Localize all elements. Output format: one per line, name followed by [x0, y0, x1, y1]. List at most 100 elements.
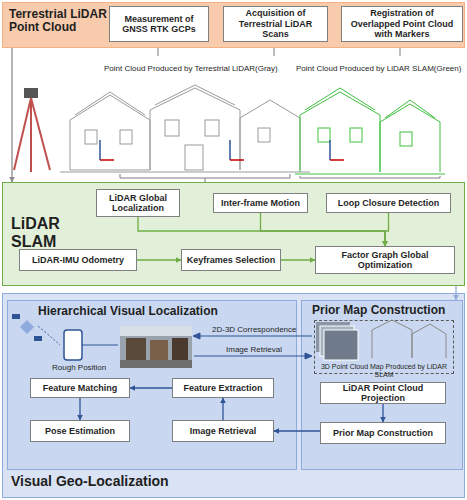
tick [158, 48, 400, 56]
correspondence-arrows [193, 333, 312, 359]
process-box: LiDAR Point Cloud Projection [320, 382, 446, 404]
thumbnail [324, 330, 358, 360]
section-band: Visual Geo-Localization Hierarchical Visu… [2, 293, 465, 498]
shop [150, 340, 168, 360]
box-label: Measurement of GNSS RTK GCPs [113, 14, 205, 35]
axis [100, 159, 114, 161]
process-box: Feature Extraction [172, 378, 274, 398]
flow-arrow [385, 213, 389, 246]
box-label: LiDAR-IMU Odometry [32, 255, 124, 265]
box-label: Image Retrieval [190, 426, 257, 436]
ground-line [295, 174, 445, 175]
box-label: Prior Map Construction [333, 428, 433, 438]
door [185, 145, 203, 170]
section-title: Hierarchical Visual Localization [38, 305, 288, 318]
thumbnail [316, 322, 350, 352]
flow-arrow [130, 387, 172, 388]
process-box: Pose Estimation [30, 420, 130, 442]
tripod-leg [14, 98, 31, 170]
leader-line [82, 345, 118, 346]
flow-arrow [138, 217, 385, 246]
section-title: LiDAR SLAM [11, 215, 101, 250]
arrow-head [193, 333, 200, 339]
sky [120, 326, 192, 336]
annotation-label: Rough Position [52, 363, 106, 372]
window [120, 130, 132, 144]
flow-arrow [281, 259, 315, 260]
ground-line [60, 172, 310, 173]
roof-line [305, 88, 435, 118]
box-label: Registration of Overlapped Point Cloud w… [345, 8, 459, 39]
section-title: Prior Map Construction [312, 304, 457, 317]
map-thumbnails [316, 320, 446, 360]
map-cloud [372, 320, 446, 358]
process-box: Image Retrieval [172, 420, 274, 442]
process-box: LiDAR-IMU Odometry [19, 249, 137, 271]
arrow-line [198, 336, 312, 337]
window [258, 128, 270, 142]
house-outline [70, 95, 150, 170]
roof-line [75, 85, 235, 115]
annotation-label: Image Retrieval [226, 345, 282, 354]
satellite-icon [12, 314, 60, 345]
process-box: Measurement of GNSS RTK GCPs [109, 6, 209, 42]
axis [99, 140, 101, 160]
process-box: Factor Graph Global Optimization [315, 246, 455, 274]
annotation-label: Point Cloud Produced by LiDAR SLAM(Green… [296, 64, 461, 73]
annotation-label: 2D-3D Correspondence [212, 325, 297, 334]
box-label: LiDAR Global Localization [100, 193, 176, 214]
house-outline [300, 92, 380, 172]
street-photo [120, 326, 192, 368]
arrow-line [194, 356, 307, 357]
process-box: LiDAR Global Localization [96, 189, 180, 217]
shop [172, 338, 188, 360]
annotation-label: Point Cloud Produced by Terrestrial LiDA… [104, 64, 278, 73]
solar-panel [12, 314, 20, 319]
window [318, 128, 330, 142]
box-label: Inter-frame Motion [221, 198, 300, 208]
satellite-body [20, 320, 34, 334]
box-label: Acquisition of Terrestrial LiDAR Scans [227, 8, 324, 39]
box-label: Feature Extraction [183, 383, 262, 393]
flow-arrow [11, 48, 12, 182]
window [350, 128, 362, 142]
process-box: Prior Map Construction [320, 422, 446, 444]
house-outline [380, 104, 440, 172]
section-band: Terrestrial LiDAR Point Cloud Measurement… [2, 2, 465, 48]
flow-arrow [79, 398, 80, 420]
box-label: Loop Closure Detection [338, 198, 440, 208]
gray-point-cloud [60, 85, 310, 172]
process-box: Inter-frame Motion [213, 193, 308, 213]
box-label: Pose Estimation [45, 426, 115, 436]
house-outline [240, 100, 300, 170]
flow-arrow [222, 398, 223, 420]
box-label: Feature Matching [43, 383, 118, 393]
window [400, 132, 412, 146]
section-title: 3D Point Cloud Map Produced by LiDAR SLA… [317, 363, 451, 378]
scanner-head [24, 88, 38, 98]
bracket-line [300, 176, 440, 178]
section-band: LiDAR SLAMLiDAR Global Localization Inter… [2, 182, 465, 286]
axis [229, 140, 231, 160]
gcp-axes [100, 140, 344, 160]
tripod-leg [31, 98, 50, 170]
section-band: Prior Map Construction 3D Point Cloud Map… [301, 300, 463, 470]
signal [38, 326, 60, 345]
flow-arrow [382, 404, 383, 422]
house-outline [150, 88, 240, 170]
axis [230, 159, 244, 161]
phone [64, 330, 82, 360]
tripod [14, 88, 50, 172]
section-title: Terrestrial LiDAR Point Cloud [9, 8, 107, 34]
window [85, 130, 97, 144]
arrow-head [305, 353, 312, 359]
solar-panel [34, 336, 42, 341]
section-title: Visual Geo-Localization [11, 474, 271, 489]
shop [126, 338, 146, 360]
flow-arrow [137, 259, 181, 260]
photo [120, 326, 192, 368]
flow-arrow [261, 213, 386, 246]
axis [329, 140, 331, 160]
flow-arrow [455, 286, 456, 300]
